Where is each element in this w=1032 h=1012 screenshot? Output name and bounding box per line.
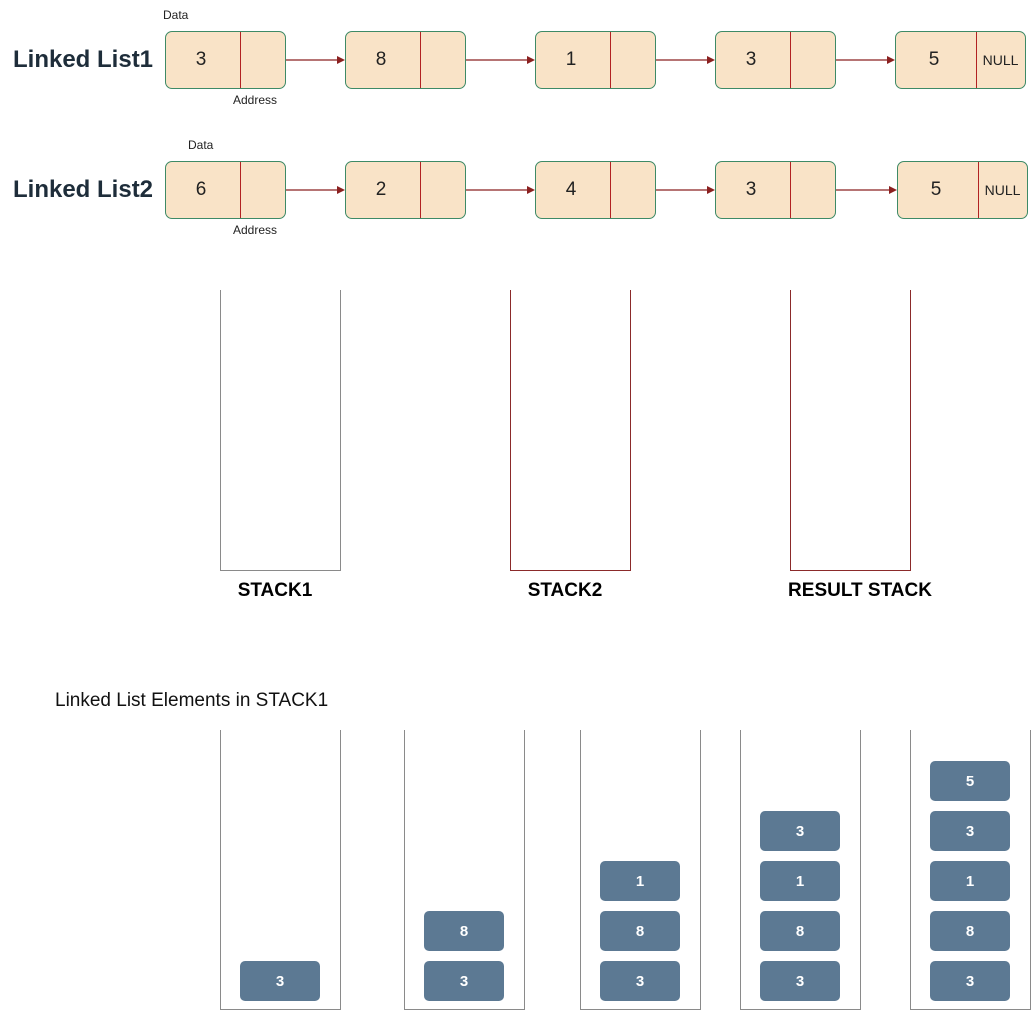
node-data-value: 4 <box>565 179 577 200</box>
stack-element: 3 <box>240 961 320 1001</box>
list2-arrow-4 <box>836 186 897 194</box>
stack-element: 5 <box>930 761 1010 801</box>
list2-title: Linked List2 <box>13 176 154 203</box>
stack-element: 1 <box>760 861 840 901</box>
node-data-value: 3 <box>745 179 757 200</box>
stack1-step-2 <box>404 730 525 1010</box>
node-divider <box>420 32 421 88</box>
node-address-value <box>420 162 465 218</box>
node-data-value: 3 <box>745 49 757 70</box>
list2-arrow-1 <box>286 186 345 194</box>
list2-address-label: Address <box>233 223 278 237</box>
list1-node-2: 8 <box>345 31 466 89</box>
node-data-value: 2 <box>375 179 387 200</box>
node-data-value: 3 <box>195 49 207 70</box>
node-divider <box>976 32 977 88</box>
list1-arrow-2 <box>466 56 535 64</box>
node-address-value <box>240 162 285 218</box>
list1-node-3: 1 <box>535 31 656 89</box>
stack-element: 8 <box>600 911 680 951</box>
list1-data-label: Data <box>163 8 189 22</box>
list2-node-4: 3 <box>715 161 836 219</box>
node-address-value: NULL <box>984 182 1021 198</box>
node-data-value: 5 <box>930 179 942 200</box>
stack-element: 3 <box>930 811 1010 851</box>
node-address-value <box>610 162 655 218</box>
node-divider <box>790 32 791 88</box>
stack-element: 3 <box>760 961 840 1001</box>
stack1-step-5 <box>910 730 1031 1010</box>
list2-node-5: 5 NULL <box>897 161 1028 219</box>
list1-arrow-3 <box>656 56 715 64</box>
node-address-value <box>420 32 465 88</box>
result-stack-container <box>790 290 911 571</box>
node-divider <box>610 162 611 218</box>
stack1-section-title: Linked List Elements in STACK1 <box>55 690 329 711</box>
node-address-value <box>240 32 285 88</box>
list1-arrow-4 <box>836 56 895 64</box>
list2-arrow-3 <box>656 186 715 194</box>
stack1-step-4 <box>740 730 861 1010</box>
list1-node-4: 3 <box>715 31 836 89</box>
node-data-value: 5 <box>928 49 940 70</box>
stack-element: 8 <box>424 911 504 951</box>
list2-node-1: 6 <box>165 161 286 219</box>
node-address-value <box>790 162 835 218</box>
node-data-value: 8 <box>375 49 387 70</box>
stack-element: 8 <box>930 911 1010 951</box>
stack-element: 3 <box>424 961 504 1001</box>
list2-node-3: 4 <box>535 161 656 219</box>
node-divider <box>420 162 421 218</box>
node-address-value <box>610 32 655 88</box>
stack1-container <box>220 290 341 571</box>
list1-title: Linked List1 <box>13 46 154 73</box>
stack-element: 1 <box>930 861 1010 901</box>
list1-node-1: 3 <box>165 31 286 89</box>
stack-element: 1 <box>600 861 680 901</box>
stack1-label: STACK1 <box>237 580 313 601</box>
list2-data-label: Data <box>188 138 214 152</box>
node-data-value: 1 <box>565 49 577 70</box>
stack2-label: STACK2 <box>527 580 603 601</box>
stack1-step-3 <box>580 730 701 1010</box>
node-divider <box>790 162 791 218</box>
list1-node-5: 5 NULL <box>895 31 1026 89</box>
list2-node-2: 2 <box>345 161 466 219</box>
stack-element: 8 <box>760 911 840 951</box>
node-divider <box>240 32 241 88</box>
stack-element: 3 <box>760 811 840 851</box>
result-stack-label: RESULT STACK <box>788 580 932 601</box>
list2-arrow-2 <box>466 186 535 194</box>
node-divider <box>610 32 611 88</box>
stack2-container <box>510 290 631 571</box>
list1-address-label: Address <box>233 93 278 107</box>
node-divider <box>978 162 979 218</box>
node-data-value: 6 <box>195 179 207 200</box>
node-address-value <box>790 32 835 88</box>
stack1-step-1 <box>220 730 341 1010</box>
stack-element: 3 <box>930 961 1010 1001</box>
node-divider <box>240 162 241 218</box>
node-address-value: NULL <box>982 52 1019 68</box>
list1-arrow-1 <box>286 56 345 64</box>
stack-element: 3 <box>600 961 680 1001</box>
